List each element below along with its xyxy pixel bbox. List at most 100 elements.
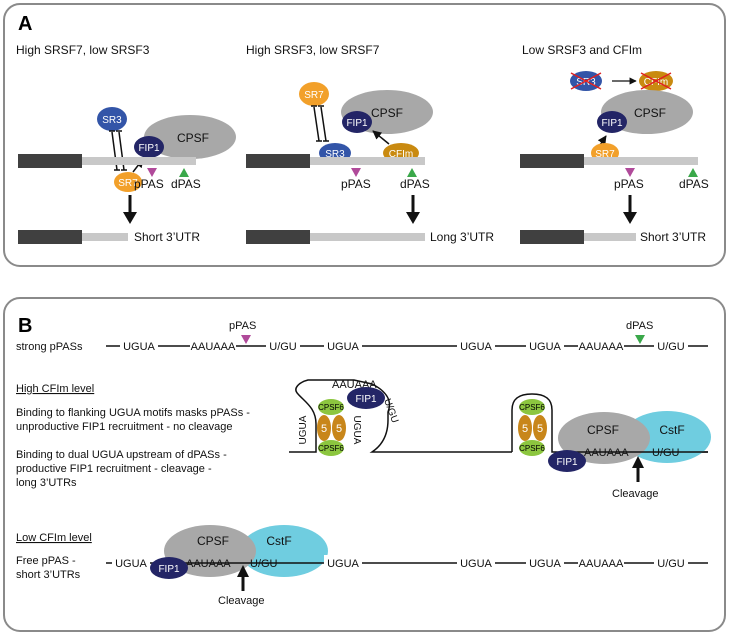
low-cfim-title: Low CFIm level: [16, 532, 92, 544]
motif-bg: [526, 555, 564, 569]
nudt21-subunit: [518, 415, 532, 441]
motif-ugu: U/GU: [657, 341, 685, 353]
high-cfim-title: High CFIm level: [16, 383, 94, 395]
motif-ugua: UGUA: [123, 341, 155, 353]
motif-bg: [266, 338, 300, 352]
motif-bg: [526, 338, 564, 352]
inhibition-symbol: [109, 130, 127, 171]
outcome-label: Short 3’UTR: [640, 230, 706, 244]
fip1-label: FIP1: [138, 143, 160, 154]
cleavage-label: Cleavage: [218, 595, 264, 607]
ppas-label: pPAS: [229, 320, 256, 332]
result-utr: [310, 233, 425, 241]
ppas-label: pPAS: [341, 177, 371, 191]
cfim-label: CFIm: [644, 77, 668, 88]
cpsf-label: CPSF: [587, 423, 619, 437]
motif-ugua: UGUA: [115, 558, 147, 570]
motif-bg: [190, 338, 236, 352]
motif-ugua: UGUA: [460, 341, 492, 353]
cpsf-label: CPSF: [177, 131, 209, 145]
cpsf6-label: CPSF6: [318, 403, 344, 412]
motif-auaaa: AAUAAA: [191, 341, 236, 353]
dpas-label: dPAS: [400, 177, 430, 191]
scenario-3: Low SRSF3 and CFIm SR3 CFIm CPSF FIP1 SR…: [520, 43, 709, 244]
cpsf6-label: CPSF6: [519, 403, 545, 412]
result-arrow-head: [123, 212, 137, 224]
nudt21-label: 5: [336, 423, 342, 435]
motif-auaaa: AAUAAA: [584, 447, 629, 459]
fip1-label: FIP1: [346, 118, 368, 129]
cleavage-arrow-head: [632, 456, 644, 468]
motif-ugu: U/GU: [250, 558, 278, 570]
motif-ugua: UGUA: [529, 558, 561, 570]
motif-auaaa: AAUAAA: [186, 558, 231, 570]
dpas-marker: [407, 168, 417, 177]
rna-loop: [511, 393, 708, 453]
fip1-label: FIP1: [158, 564, 180, 575]
motif-ugu: U/GU: [652, 447, 680, 459]
ppas-label: pPAS: [134, 177, 164, 191]
nudt21-subunit: [332, 415, 346, 441]
cfim-label: CFIm: [389, 149, 413, 160]
dpas-label: dPAS: [171, 177, 201, 191]
result-arrow-head: [406, 212, 420, 224]
cpsf6-protein: [519, 399, 545, 415]
cpsf6-label: CPSF6: [519, 444, 545, 453]
low-cfim-section: Low CFIm level Free pPAS - short 3’UTRs …: [16, 525, 708, 607]
cross-out-icon: [570, 72, 602, 90]
utr-bar: [584, 157, 698, 165]
motif-bg: [578, 555, 624, 569]
rna-loop: [289, 379, 512, 453]
sr3-label: SR3: [325, 149, 345, 160]
cross-out-icon: [640, 72, 672, 90]
outcome-label: Short 3’UTR: [134, 230, 200, 244]
motif-auaaa: AAUAAA: [579, 341, 624, 353]
panel-a: A High SRSF7, low SRSF3 CPSF FIP1 SR3 SR…: [3, 3, 726, 267]
motif-bg: [654, 555, 688, 569]
dpas-marker: [179, 168, 189, 177]
sr3-label: SR3: [102, 115, 122, 126]
motif-auaaa: AAUAAA: [579, 558, 624, 570]
motif-bg: [654, 338, 688, 352]
cpsf-label: CPSF: [371, 106, 403, 120]
motif-ugua: UGUA: [298, 415, 309, 444]
motif-ugua: UGUA: [529, 341, 561, 353]
sr7-protein: [114, 172, 142, 192]
nudt21-subunit: [533, 415, 547, 441]
high-text2-line1: Binding to dual UGUA upstream of dPASs -: [16, 449, 227, 461]
ppas-marker: [625, 168, 635, 177]
motif-bg: [324, 555, 362, 569]
high-text2-line2: productive FIP1 recruitment - cleavage -: [16, 463, 212, 475]
utr-bar: [310, 157, 425, 165]
dpas-marker: [635, 335, 645, 344]
strong-ppas-label: strong pPASs: [16, 341, 83, 353]
motif-ugua: UGUA: [460, 558, 492, 570]
result-utr: [82, 233, 128, 241]
fip1-label: FIP1: [355, 394, 377, 405]
cstf-complex: [240, 525, 328, 577]
scenario-2-title: High SRSF3, low SRSF7: [246, 43, 380, 57]
scenario-3-title: Low SRSF3 and CFIm: [522, 43, 642, 57]
fip1-protein: [347, 387, 385, 409]
cstf-label: CstF: [266, 534, 291, 548]
fip1-protein: [548, 450, 586, 472]
low-text-line1: Free pPAS -: [16, 555, 76, 567]
recruit-arrow: [372, 130, 390, 145]
cpsf6-label: CPSF6: [318, 444, 344, 453]
high-text1-line2: unproductive FIP1 recruitment - no cleav…: [16, 421, 232, 433]
dpas-marker: [688, 168, 698, 177]
low-text-line2: short 3’UTRs: [16, 569, 81, 581]
cstf-label: CstF: [659, 423, 684, 437]
cleavage-arrow-head: [237, 565, 249, 577]
fip1-label: FIP1: [601, 118, 623, 129]
motif-ugua: UGUA: [351, 416, 362, 445]
panel-b: B strong pPASs UGUA AAUAAA pPAS U/GU UGU…: [3, 297, 726, 632]
high-text2-line3: long 3’UTRs: [16, 477, 77, 489]
inhibition-symbol: [311, 105, 329, 142]
result-arrow-head: [623, 212, 637, 224]
utr-bar: [82, 157, 196, 165]
motif-ugu: U/GU: [269, 341, 297, 353]
cpsf-complex: [144, 115, 236, 159]
cpsf6-protein: [519, 440, 545, 456]
ppas-label: pPAS: [614, 177, 644, 191]
